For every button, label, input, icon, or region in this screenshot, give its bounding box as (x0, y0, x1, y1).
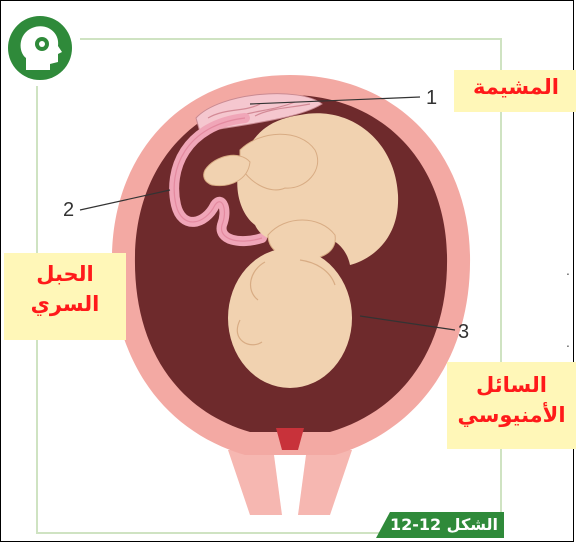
callout-number-1: 1 (426, 87, 437, 110)
dot-mark: . (566, 334, 570, 350)
label-cord-line1: الحبل (12, 259, 118, 289)
label-umbilical-cord: الحبل السري (4, 253, 126, 340)
dot-mark: . (566, 262, 570, 278)
label-placenta-text: المشيمة (473, 75, 559, 99)
fetus-head (228, 248, 352, 388)
logo-icon (4, 8, 80, 86)
callout-number-2: 2 (63, 199, 74, 222)
label-amniotic-line1: السائل (455, 370, 568, 400)
label-placenta: المشيمة (454, 70, 576, 112)
label-amniotic-line2: الأمنيوسي (455, 400, 568, 430)
figure-caption: الشكل 12-12 (388, 513, 500, 537)
label-amniotic-fluid: السائل الأمنيوسي (447, 362, 576, 449)
label-cord-line2: السري (12, 289, 118, 319)
callout-number-3: 3 (458, 321, 469, 344)
